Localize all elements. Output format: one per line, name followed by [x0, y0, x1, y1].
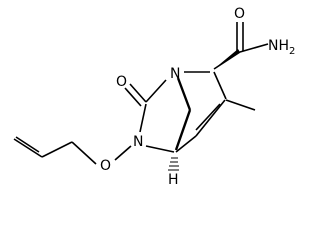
atom-o-amide: O — [234, 6, 245, 22]
bond-vinyl-1 — [13, 138, 43, 158]
bond-ch2-ch — [41, 141, 73, 158]
bond-o-ch2 — [71, 141, 97, 165]
bond-amide-cn — [239, 43, 269, 53]
atom-nh2: NH2 — [268, 38, 295, 57]
atom-n-alkoxy: N — [133, 134, 143, 150]
bond-vinyl-2 — [15, 136, 40, 153]
bond-n6-o — [114, 145, 132, 161]
bond-c2-amide — [213, 51, 241, 70]
bond-c7-o-1 — [129, 83, 147, 103]
atom-nh2-main: NH — [268, 38, 289, 54]
bond-c3-c4-1 — [195, 99, 226, 137]
structure-canvas: N N O O O NH2 H — [13, 6, 295, 188]
bond-layer — [13, 22, 269, 171]
bond-c3-methyl — [225, 99, 256, 111]
atom-n-bridgehead: N — [170, 66, 180, 82]
bond-c2-c3 — [213, 71, 227, 100]
bond-c7-o-2 — [124, 87, 142, 107]
bond-c5-h-hash — [168, 157, 179, 171]
atom-o-carbonyl: O — [116, 74, 127, 90]
atom-h-stereo: H — [168, 172, 179, 188]
atom-layer: N N O O O NH2 H — [100, 6, 295, 188]
bond-n1-bridge — [176, 77, 192, 111]
bond-bridge-c5 — [174, 109, 192, 151]
atom-nh2-subscript: 2 — [289, 46, 295, 57]
molecule-drawing: N N O O O NH2 H — [13, 6, 295, 188]
bond-n1-c7 — [145, 79, 167, 103]
bond-c7-n6 — [139, 103, 147, 133]
bond-n6-c5 — [145, 145, 175, 153]
bond-c4-c5 — [175, 135, 197, 153]
atom-o-ether: O — [100, 158, 111, 174]
bond-c3-c4-2 — [195, 103, 221, 131]
